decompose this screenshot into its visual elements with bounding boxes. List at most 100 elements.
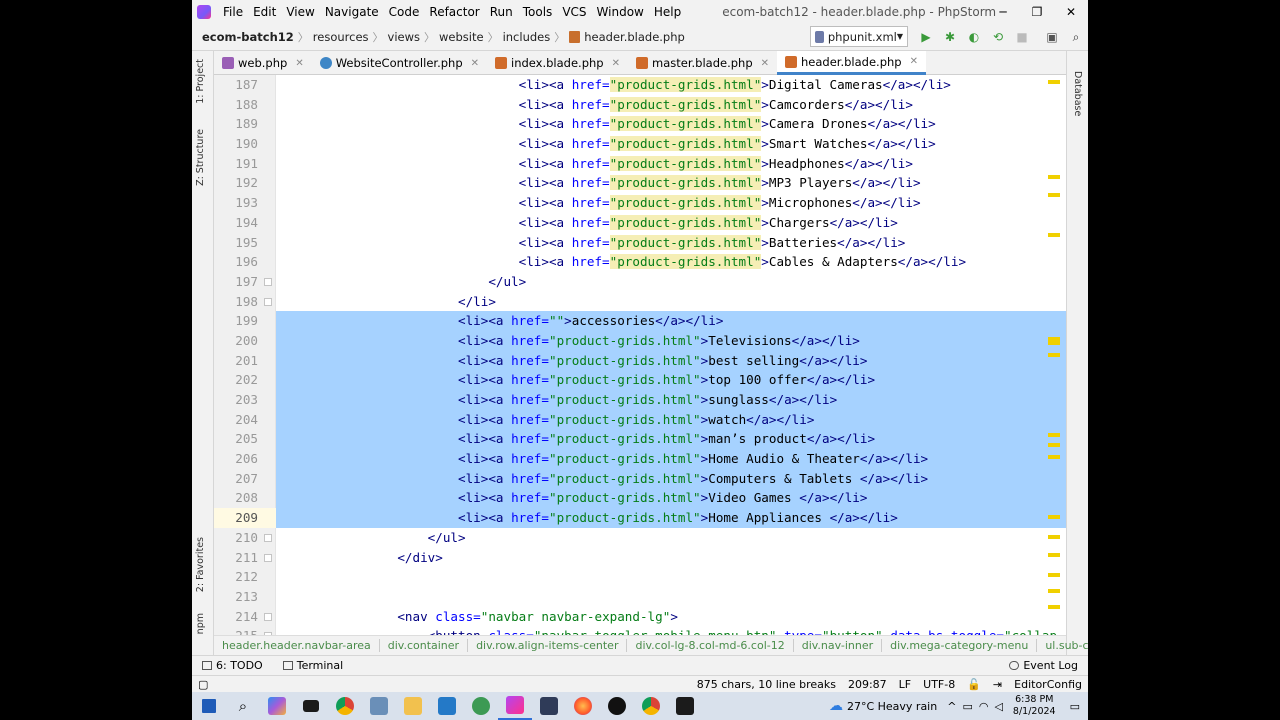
tool-database[interactable]: Database bbox=[1072, 71, 1083, 117]
scroll-marker[interactable] bbox=[1048, 605, 1060, 609]
start-icon[interactable] bbox=[192, 692, 226, 720]
scroll-marker[interactable] bbox=[1048, 80, 1060, 84]
scroll-marker[interactable] bbox=[1048, 341, 1060, 345]
clock[interactable]: 6:38 PM 8/1/2024 bbox=[1007, 694, 1062, 718]
terminal-taskbar-icon[interactable] bbox=[668, 692, 702, 720]
indent-icon[interactable]: ⇥ bbox=[992, 677, 1003, 691]
structure-breadcrumb[interactable]: div.container bbox=[378, 639, 467, 652]
scroll-marker[interactable] bbox=[1048, 515, 1060, 519]
code-line[interactable]: 204 <li><a href="product-grids.html">wat… bbox=[214, 409, 1066, 430]
menu-edit[interactable]: Edit bbox=[253, 5, 277, 19]
code-line[interactable]: 188 <li><a href="product-grids.html">Cam… bbox=[214, 95, 1066, 115]
layout-icon[interactable]: ▢ bbox=[198, 677, 209, 691]
tab-websitecontroller-php[interactable]: WebsiteController.php✕ bbox=[312, 51, 487, 75]
structure-breadcrumb[interactable]: ul.sub-category bbox=[1036, 639, 1088, 652]
menu-code[interactable]: Code bbox=[388, 5, 420, 19]
tab-master-blade-php[interactable]: master.blade.php✕ bbox=[628, 51, 777, 75]
code-line[interactable]: 195 <li><a href="product-grids.html">Bat… bbox=[214, 233, 1066, 253]
coverage-icon[interactable]: ◐ bbox=[968, 30, 980, 44]
scroll-marker[interactable] bbox=[1048, 353, 1060, 357]
scroll-marker[interactable] bbox=[1048, 193, 1060, 197]
tool-project[interactable]: 1: Project bbox=[195, 59, 206, 104]
editorconfig-label[interactable]: EditorConfig bbox=[1014, 677, 1082, 691]
profile-icon[interactable]: ⟲ bbox=[992, 30, 1004, 44]
code-line[interactable]: 193 <li><a href="product-grids.html">Mic… bbox=[214, 193, 1066, 213]
fold-icon[interactable] bbox=[264, 612, 272, 621]
close-tab-icon[interactable]: ✕ bbox=[470, 57, 480, 69]
breadcrumb-item[interactable]: resources bbox=[309, 30, 373, 44]
tab-index-blade-php[interactable]: index.blade.php✕ bbox=[487, 51, 628, 75]
scroll-marker[interactable] bbox=[1048, 175, 1060, 179]
debug-icon[interactable]: ✱ bbox=[944, 30, 956, 44]
code-line[interactable]: 211 </div> bbox=[214, 548, 1066, 568]
menu-file[interactable]: File bbox=[223, 5, 244, 19]
breadcrumb-item[interactable]: includes bbox=[499, 30, 555, 44]
breadcrumb-item[interactable]: views bbox=[384, 30, 424, 44]
restore-icon[interactable]: ❐ bbox=[1031, 5, 1043, 19]
code-line[interactable]: 190 <li><a href="product-grids.html">Sma… bbox=[214, 134, 1066, 154]
code-line[interactable]: 192 <li><a href="product-grids.html">MP3… bbox=[214, 173, 1066, 193]
menu-vcs[interactable]: VCS bbox=[562, 5, 587, 19]
close-tab-icon[interactable]: ✕ bbox=[760, 57, 770, 69]
code-line[interactable]: 215 <button class="navbar-toggler mobile… bbox=[214, 626, 1066, 635]
code-line[interactable]: 199 <li><a href="">accessories</a></li> bbox=[214, 311, 1066, 331]
copilot-icon[interactable] bbox=[260, 692, 294, 720]
tab-header-blade-php[interactable]: header.blade.php✕ bbox=[777, 51, 926, 75]
scroll-marker[interactable] bbox=[1048, 433, 1060, 437]
scroll-marker[interactable] bbox=[1048, 337, 1060, 341]
code-line[interactable]: 210 </ul> bbox=[214, 528, 1066, 548]
tool-favorites[interactable]: 2: Favorites bbox=[195, 537, 206, 593]
weather-label[interactable]: 27°C Heavy rain bbox=[846, 699, 938, 713]
menu-refactor[interactable]: Refactor bbox=[429, 5, 480, 19]
task-view-icon[interactable] bbox=[294, 692, 328, 720]
close-icon[interactable]: ✕ bbox=[1065, 5, 1077, 19]
structure-breadcrumb[interactable]: div.col-lg-8.col-md-6.col-12 bbox=[626, 639, 792, 652]
project-structure-icon[interactable]: ▣ bbox=[1046, 30, 1058, 44]
app-icon[interactable] bbox=[464, 692, 498, 720]
file-explorer-icon[interactable] bbox=[396, 692, 430, 720]
todo-tool[interactable]: 6: TODO bbox=[192, 659, 273, 672]
notifications-icon[interactable]: ▭ bbox=[1069, 699, 1080, 713]
menu-window[interactable]: Window bbox=[596, 5, 644, 19]
event-log-tool[interactable]: Event Log bbox=[999, 659, 1088, 672]
stop-icon[interactable]: ■ bbox=[1016, 30, 1028, 44]
code-line[interactable]: 213 bbox=[214, 587, 1066, 607]
file-encoding[interactable]: UTF-8 bbox=[923, 677, 956, 691]
code-line[interactable]: 202 <li><a href="product-grids.html">top… bbox=[214, 370, 1066, 391]
fold-icon[interactable] bbox=[264, 533, 272, 542]
wifi-icon[interactable]: ◠ bbox=[978, 699, 989, 713]
close-tab-icon[interactable]: ✕ bbox=[295, 57, 304, 69]
code-line[interactable]: 209 <li><a href="product-grids.html">Hom… bbox=[214, 508, 1066, 528]
menu-tools[interactable]: Tools bbox=[522, 5, 553, 19]
structure-breadcrumb[interactable]: div.mega-category-menu bbox=[881, 639, 1036, 652]
code-line[interactable]: 214 <nav class="navbar navbar-expand-lg"… bbox=[214, 607, 1066, 627]
network-icon[interactable]: ▭ bbox=[962, 699, 973, 713]
scroll-marker[interactable] bbox=[1048, 589, 1060, 593]
chrome-alt-icon[interactable] bbox=[634, 692, 668, 720]
menu-help[interactable]: Help bbox=[653, 5, 682, 19]
fold-icon[interactable] bbox=[264, 297, 272, 306]
code-editor[interactable]: 187 <li><a href="product-grids.html">Dig… bbox=[214, 75, 1066, 635]
fold-icon[interactable] bbox=[264, 553, 272, 562]
code-line[interactable]: 200 <li><a href="product-grids.html">Tel… bbox=[214, 330, 1066, 351]
run-configuration-select[interactable]: phpunit.xml ▼ bbox=[810, 26, 908, 47]
breadcrumb-project[interactable]: ecom-batch12 bbox=[202, 30, 294, 44]
volume-icon[interactable]: ◁ bbox=[994, 699, 1003, 713]
structure-breadcrumb[interactable]: div.nav-inner bbox=[792, 639, 881, 652]
code-line[interactable]: 187 <li><a href="product-grids.html">Dig… bbox=[214, 75, 1066, 95]
code-line[interactable]: 197 </ul> bbox=[214, 272, 1066, 292]
code-line[interactable]: 207 <li><a href="product-grids.html">Com… bbox=[214, 468, 1066, 489]
search-icon[interactable]: ⌕ bbox=[1072, 29, 1080, 44]
code-line[interactable]: 203 <li><a href="product-grids.html">sun… bbox=[214, 390, 1066, 410]
chrome-icon[interactable] bbox=[328, 692, 362, 720]
close-tab-icon[interactable]: ✕ bbox=[909, 56, 918, 67]
phpstorm-taskbar-icon[interactable] bbox=[498, 692, 532, 720]
scroll-marker[interactable] bbox=[1048, 573, 1060, 577]
tool-npm[interactable]: npm bbox=[195, 613, 206, 635]
code-line[interactable]: 201 <li><a href="product-grids.html">bes… bbox=[214, 350, 1066, 371]
scroll-marker[interactable] bbox=[1048, 455, 1060, 459]
scroll-marker[interactable] bbox=[1048, 535, 1060, 539]
scroll-marker[interactable] bbox=[1048, 233, 1060, 237]
code-line[interactable]: 198 </li> bbox=[214, 292, 1066, 312]
calculator-icon[interactable] bbox=[532, 692, 566, 720]
